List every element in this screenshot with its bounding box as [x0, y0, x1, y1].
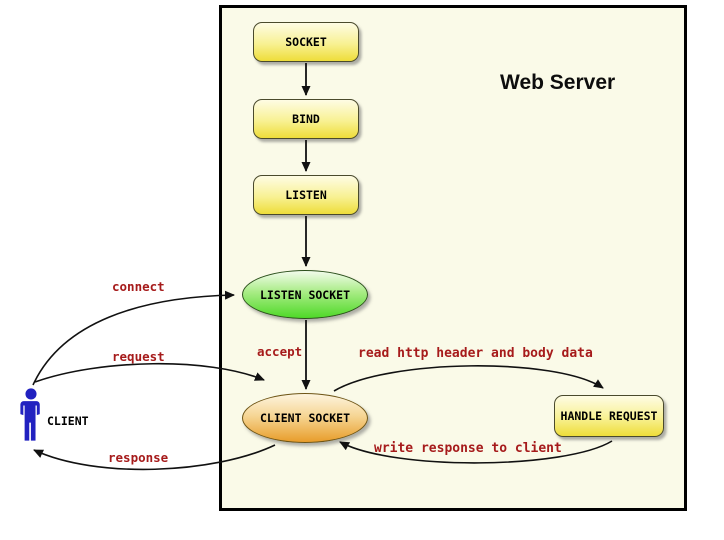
node-bind: BIND: [253, 99, 359, 139]
diagram-title: Web Server: [500, 71, 616, 94]
node-handle-request: HANDLE REQUEST: [554, 395, 664, 437]
node-listen-socket: LISTEN SOCKET: [242, 270, 368, 319]
edge-label-response: response: [108, 450, 169, 465]
edge-label-read-http: read http header and body data: [358, 346, 593, 361]
node-socket: SOCKET: [253, 22, 359, 62]
edge-label-connect: connect: [112, 279, 165, 294]
arrow-connect: [32, 290, 235, 386]
client-label: CLIENT: [47, 414, 89, 428]
edge-label-write-response: write response to client: [374, 441, 562, 456]
node-client-socket: CLIENT SOCKET: [242, 393, 368, 443]
edge-label-request: request: [112, 349, 165, 364]
edge-label-accept: accept: [257, 344, 303, 359]
client-person-icon: [20, 388, 40, 441]
node-listen: LISTEN: [253, 175, 359, 215]
